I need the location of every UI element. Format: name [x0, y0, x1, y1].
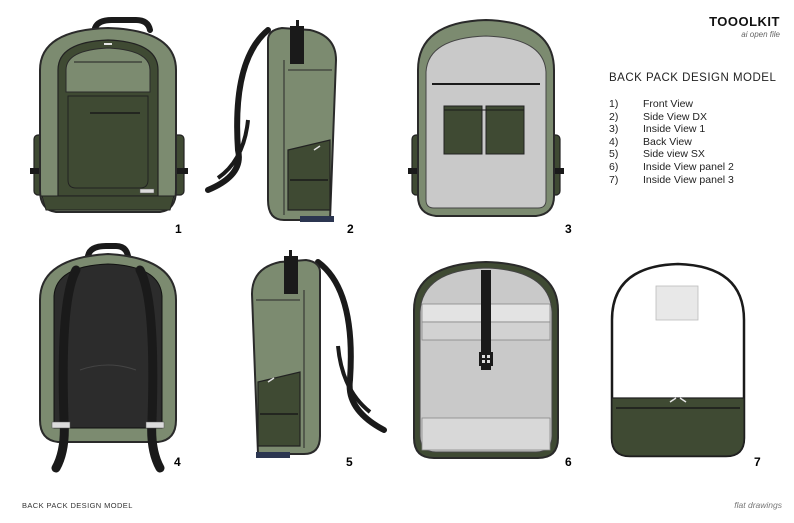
legend-item: 6) Inside View panel 2: [609, 161, 734, 174]
legend-num: 6): [609, 160, 619, 173]
legend-item: 1) Front View: [609, 98, 734, 111]
legend-num: 3): [609, 123, 619, 136]
legend-item: 3) Inside View 1: [609, 123, 734, 136]
legend-item: 5) Side view SX: [609, 148, 734, 161]
inside-view-1-drawing: [408, 18, 564, 217]
view-number-3: 3: [565, 222, 572, 236]
view-legend: 1) Front View 2) Side View DX 3) Inside Vie…: [609, 98, 734, 186]
view-number-6: 6: [565, 455, 572, 469]
brand: TOOOLKIT ai open file: [690, 14, 780, 39]
inside-view-panel-2-drawing: [413, 260, 559, 459]
legend-label: Side view SX: [643, 148, 705, 161]
side-view-sx-drawing: [250, 250, 387, 458]
view-number-7: 7: [754, 455, 761, 469]
legend-item: 4) Back View: [609, 136, 734, 149]
side-view-dx-drawing: [205, 20, 338, 222]
legend-num: 7): [609, 173, 619, 186]
brand-subtitle: ai open file: [741, 30, 780, 39]
footer-caption: flat drawings: [734, 500, 782, 510]
back-view-drawing: [39, 243, 177, 473]
legend-label: Inside View 1: [643, 123, 706, 136]
page-title: BACK PACK DESIGN MODEL: [609, 72, 777, 84]
view-number-2: 2: [347, 222, 354, 236]
legend-label: Front View: [643, 98, 693, 110]
legend-num: 5): [609, 148, 619, 161]
view-number-1: 1: [175, 222, 182, 236]
footer-title: BACK PACK DESIGN MODEL: [22, 501, 133, 510]
brand-name: TOOOLKIT: [709, 14, 780, 29]
legend-item: 7) Inside View panel 3: [609, 174, 734, 187]
legend-num: 4): [609, 135, 619, 148]
view-number-5: 5: [346, 455, 353, 469]
legend-num: 2): [609, 110, 619, 123]
inside-view-panel-3-drawing: [610, 262, 746, 458]
legend-label: Side View DX: [643, 110, 708, 123]
legend-label: Inside View panel 2: [643, 160, 734, 173]
front-view-drawing: [30, 17, 188, 213]
legend-item: 2) Side View DX: [609, 111, 734, 124]
legend-label: Inside View panel 3: [643, 173, 734, 186]
legend-num: 1): [609, 98, 619, 110]
legend-label: Back View: [643, 135, 692, 148]
view-number-4: 4: [174, 455, 181, 469]
